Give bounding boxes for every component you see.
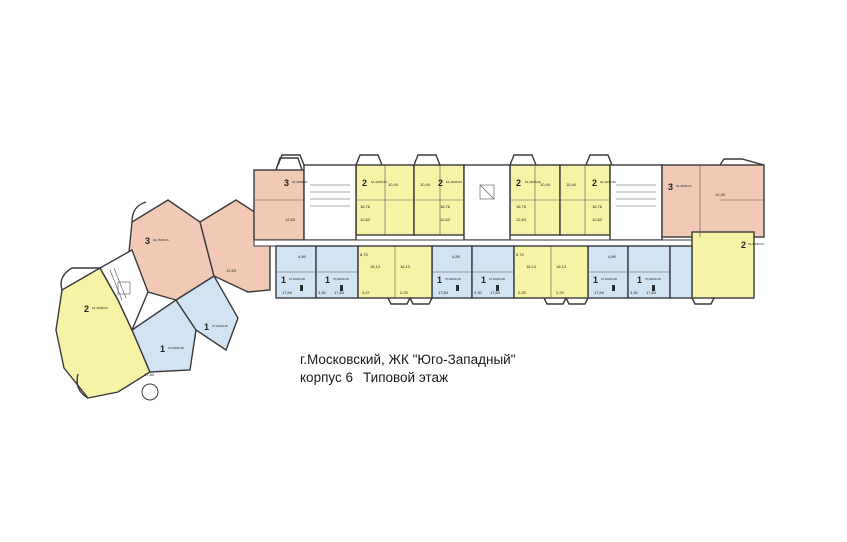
room-area-label: 17,84 bbox=[334, 290, 345, 295]
room-area-label: 12,63 bbox=[440, 217, 451, 222]
apt-area-label: 37,84/20,49 bbox=[601, 277, 617, 281]
apt-area-label: 64,40/35,50 bbox=[600, 180, 616, 184]
room-area-label: 12,63 bbox=[226, 268, 237, 273]
apartment-3room-top-right[interactable] bbox=[661, 164, 765, 238]
room-area-label: 4,89 bbox=[298, 254, 307, 259]
stair-core-left bbox=[99, 248, 149, 332]
room-area-label: 3,30 bbox=[318, 290, 327, 295]
apt-area-label: 64,40/35,50 bbox=[525, 180, 541, 184]
room-area-label: 16,13 bbox=[400, 264, 411, 269]
plan-caption-line2: корпус 6 Типовой этаж bbox=[300, 370, 448, 385]
room-area-label: 10,40 bbox=[388, 182, 399, 187]
apt-rooms-label: 2 bbox=[516, 178, 521, 188]
room-area-label: 16,76 bbox=[592, 204, 603, 209]
apt-area-label: 37,84/20,49 bbox=[445, 277, 461, 281]
apt-rooms-label: 3 bbox=[145, 236, 150, 246]
room-area-label: 2,25 bbox=[518, 290, 527, 295]
room-area-label: 10,40 bbox=[566, 182, 577, 187]
main-wing bbox=[253, 154, 765, 305]
apt-area-label: 37,84/20,49 bbox=[212, 324, 228, 328]
apt-rooms-label: 1 bbox=[281, 275, 286, 285]
room-area-label: 17,84 bbox=[282, 290, 293, 295]
room-area-label: 8,75 bbox=[516, 252, 525, 257]
room-area-label: 4,89 bbox=[608, 254, 617, 259]
apt-area-label: 94,45/66,51 bbox=[676, 184, 692, 188]
apartment-1room-bottom-right[interactable] bbox=[669, 245, 693, 299]
room-area-label: 2,25 bbox=[400, 290, 409, 295]
apt-rooms-label: 1 bbox=[593, 275, 598, 285]
room-area-label: 12,63 bbox=[516, 217, 527, 222]
apt-area-label: 37,84/20,49 bbox=[489, 277, 505, 281]
apt-rooms-label: 1 bbox=[637, 275, 642, 285]
room-area-label: 12,63 bbox=[285, 217, 296, 222]
room-area-label: 2,25 bbox=[556, 290, 565, 295]
room-labels: 3 94,45/66,51 12,63 2 64,40/35,50 10,40 … bbox=[84, 178, 764, 377]
apt-rooms-label: 1 bbox=[204, 322, 209, 332]
apt-rooms-label: 2 bbox=[592, 178, 597, 188]
room-area-label: 17,84 bbox=[594, 290, 605, 295]
room-area-label: 8,75 bbox=[360, 252, 369, 257]
room-area-label: 16,13 bbox=[526, 264, 537, 269]
apt-rooms-label: 1 bbox=[437, 275, 442, 285]
apt-area-label: 37,84/20,49 bbox=[168, 346, 184, 350]
apartment-2room-bottom-3[interactable] bbox=[691, 231, 755, 299]
room-area-label: 12,63 bbox=[360, 217, 371, 222]
building-number: корпус 6 bbox=[300, 370, 353, 385]
room-area-label: 16,76 bbox=[440, 204, 451, 209]
apt-rooms-label: 2 bbox=[438, 178, 443, 188]
corridor bbox=[253, 239, 735, 247]
room-area-label: 16,76 bbox=[516, 204, 527, 209]
stair-core-3 bbox=[609, 164, 663, 241]
room-area-label: 10,40 bbox=[420, 182, 431, 187]
stair-core-2 bbox=[463, 164, 511, 241]
room-area-label: 12,63 bbox=[592, 217, 603, 222]
room-area-label: 10,40 bbox=[540, 182, 551, 187]
lift-left bbox=[117, 281, 131, 295]
apt-rooms-label: 1 bbox=[481, 275, 486, 285]
room-area-label: 17,84 bbox=[646, 290, 657, 295]
apt-rooms-label: 1 bbox=[325, 275, 330, 285]
apt-area-label: 64,40/35,50 bbox=[446, 180, 462, 184]
room-area-label: 17,84 bbox=[490, 290, 501, 295]
left-wing bbox=[55, 199, 271, 401]
room-area-label: 3,30 bbox=[474, 290, 483, 295]
apt-rooms-label: 3 bbox=[284, 178, 289, 188]
room-area-label: 4,89 bbox=[452, 254, 461, 259]
apt-area-label: 37,84/20,49 bbox=[289, 277, 305, 281]
apt-rooms-label: 3 bbox=[668, 182, 673, 192]
room-area-label: 3,47 bbox=[362, 290, 371, 295]
apt-area-label: 37,84/20,49 bbox=[645, 277, 661, 281]
plan-caption-line1: г.Московский, ЖК "Юго-Западный" bbox=[300, 352, 516, 367]
room-area-label: 10,40 bbox=[715, 192, 726, 197]
apt-area-label: 64,40/35,50 bbox=[371, 180, 387, 184]
apartment-1room-leftwing-a[interactable] bbox=[131, 299, 197, 373]
room-area-label: 16,13 bbox=[556, 264, 567, 269]
apt-rooms-label: 2 bbox=[84, 304, 89, 314]
room-area-label: 3,30 bbox=[630, 290, 639, 295]
apt-area-label: 64,40/35,50 bbox=[92, 306, 108, 310]
room-area-label: 16,76 bbox=[360, 204, 371, 209]
apt-area-label: 64,40/35,50 bbox=[748, 242, 764, 246]
apt-area-label: 94,45/66,51 bbox=[153, 238, 169, 242]
floor-type: Типовой этаж bbox=[363, 370, 448, 385]
apt-rooms-label: 1 bbox=[160, 344, 165, 354]
apartment-3room-leftwing-b[interactable] bbox=[199, 199, 271, 293]
room-area-label: 17,84 bbox=[144, 372, 155, 377]
apt-area-label: 94,45/66,51 bbox=[292, 180, 308, 184]
apt-rooms-label: 2 bbox=[362, 178, 367, 188]
room-area-label: 17,84 bbox=[438, 290, 449, 295]
apt-area-label: 37,84/20,49 bbox=[333, 277, 349, 281]
stair-core-1 bbox=[303, 164, 357, 241]
room-area-label: 16,13 bbox=[370, 264, 381, 269]
apt-rooms-label: 2 bbox=[741, 240, 746, 250]
